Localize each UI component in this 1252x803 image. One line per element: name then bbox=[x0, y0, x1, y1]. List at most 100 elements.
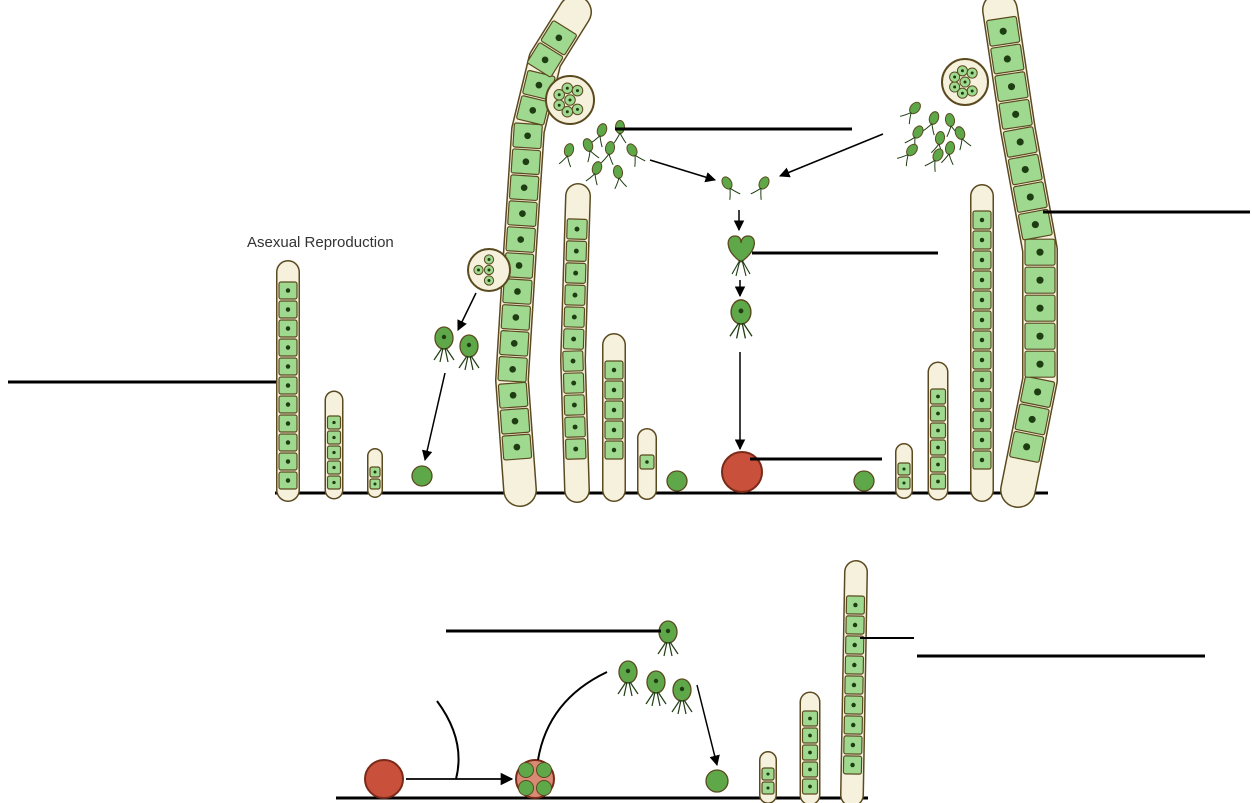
cell-nucleus bbox=[1004, 55, 1011, 62]
cell-nucleus bbox=[980, 258, 984, 262]
gametangium-top-right bbox=[942, 59, 988, 105]
gamete-right-7 bbox=[925, 146, 947, 171]
cell-nucleus bbox=[513, 314, 520, 321]
gamete-left-1 bbox=[614, 121, 626, 144]
cell-nucleus bbox=[571, 359, 576, 364]
cell-nucleus bbox=[1012, 111, 1019, 118]
cell-nucleus bbox=[1027, 194, 1034, 201]
cell-nucleus bbox=[511, 340, 518, 347]
cell-nucleus bbox=[850, 763, 854, 767]
cell-nucleus bbox=[523, 158, 530, 165]
settled-cell-a bbox=[667, 471, 687, 491]
cell-nucleus bbox=[980, 438, 984, 442]
filament-bottom-small bbox=[803, 702, 818, 795]
cell-nucleus bbox=[851, 703, 855, 707]
cell-nucleus bbox=[980, 238, 984, 242]
cell-nucleus bbox=[853, 623, 857, 627]
cell-nucleus bbox=[332, 481, 335, 484]
cell-nucleus bbox=[936, 446, 940, 450]
cell-nucleus bbox=[332, 466, 335, 469]
cell-nucleus bbox=[808, 717, 812, 721]
cell-nucleus bbox=[612, 408, 616, 412]
cell-nucleus bbox=[286, 383, 290, 387]
cell-nucleus bbox=[980, 418, 984, 422]
cell-nucleus bbox=[286, 288, 290, 292]
cell-nucleus bbox=[612, 388, 616, 392]
filament-right-mid bbox=[973, 196, 991, 490]
cell-nucleus bbox=[936, 463, 940, 467]
cell-nucleus bbox=[1023, 443, 1030, 450]
zoospore-bottom-b bbox=[618, 661, 638, 696]
cell-nucleus bbox=[852, 643, 856, 647]
cell-nucleus bbox=[529, 107, 536, 114]
arrow-asexual-2 bbox=[425, 373, 445, 460]
cell-nucleus bbox=[980, 378, 984, 382]
cell-nucleus bbox=[517, 236, 524, 243]
cell-nucleus bbox=[980, 358, 984, 362]
gametangium-asexual bbox=[468, 249, 510, 291]
cell-nucleus bbox=[936, 429, 940, 433]
gamete-left-2 bbox=[580, 137, 599, 162]
cell-nucleus bbox=[519, 210, 526, 217]
gamete-right-0 bbox=[900, 99, 924, 124]
cell-nucleus bbox=[286, 345, 290, 349]
cell-nucleus bbox=[573, 293, 578, 298]
arrow-zoospore-settle bbox=[697, 685, 717, 765]
cell-nucleus bbox=[521, 184, 528, 191]
cell-nucleus bbox=[853, 603, 857, 607]
zoospore-asexual-b bbox=[459, 335, 479, 370]
filament-right-small bbox=[931, 372, 946, 490]
cell-nucleus bbox=[573, 425, 578, 430]
gamete-left-7 bbox=[611, 165, 627, 189]
cell-nucleus bbox=[1022, 166, 1029, 173]
cell-nucleus bbox=[514, 444, 521, 451]
cell-nucleus bbox=[572, 315, 577, 320]
cell-nucleus bbox=[1008, 83, 1015, 90]
cell-nucleus bbox=[902, 481, 905, 484]
cell-nucleus bbox=[612, 428, 616, 432]
cell-nucleus bbox=[936, 395, 940, 399]
cell-nucleus bbox=[286, 440, 290, 444]
cell-nucleus bbox=[516, 262, 523, 269]
cell-nucleus bbox=[851, 743, 855, 747]
gamete-left-5 bbox=[559, 142, 576, 167]
cell-nucleus bbox=[1036, 305, 1043, 312]
settled-zoospore-left bbox=[412, 466, 432, 486]
cell-nucleus bbox=[1029, 416, 1036, 423]
filament-bottom-tiny bbox=[762, 760, 774, 795]
gamete-left-3 bbox=[601, 141, 617, 165]
gamete-left-4 bbox=[624, 141, 646, 166]
filament-big-right bbox=[986, 10, 1055, 490]
cell-nucleus bbox=[980, 338, 984, 342]
zygote-bottom-icon bbox=[365, 760, 403, 798]
cell-nucleus bbox=[509, 366, 516, 373]
cell-nucleus bbox=[374, 483, 377, 486]
cell-nucleus bbox=[574, 249, 579, 254]
cell-nucleus bbox=[571, 337, 576, 342]
cell-nucleus bbox=[542, 57, 549, 64]
cell-nucleus bbox=[332, 436, 335, 439]
cell-nucleus bbox=[612, 368, 616, 372]
cell-nucleus bbox=[573, 271, 578, 276]
cell-nucleus bbox=[573, 447, 578, 452]
curve-meiosis bbox=[437, 701, 459, 779]
cell-nucleus bbox=[1017, 138, 1024, 145]
settled-cell-b bbox=[854, 471, 874, 491]
cell-nucleus bbox=[286, 402, 290, 406]
cells-layer bbox=[365, 59, 988, 798]
cell-nucleus bbox=[980, 318, 984, 322]
gamete-fusing-a bbox=[719, 174, 741, 199]
cell-nucleus bbox=[980, 398, 984, 402]
gamete-right-6 bbox=[897, 141, 921, 166]
curve-release bbox=[538, 672, 607, 760]
filament-left-small bbox=[328, 400, 341, 490]
cell-nucleus bbox=[936, 480, 940, 484]
zoospore-bottom-c bbox=[646, 671, 666, 706]
cell-nucleus bbox=[575, 227, 580, 232]
cell-nucleus bbox=[852, 683, 856, 687]
cell-nucleus bbox=[808, 785, 812, 789]
cell-nucleus bbox=[536, 82, 543, 89]
filament-bottom-tall bbox=[843, 572, 864, 795]
